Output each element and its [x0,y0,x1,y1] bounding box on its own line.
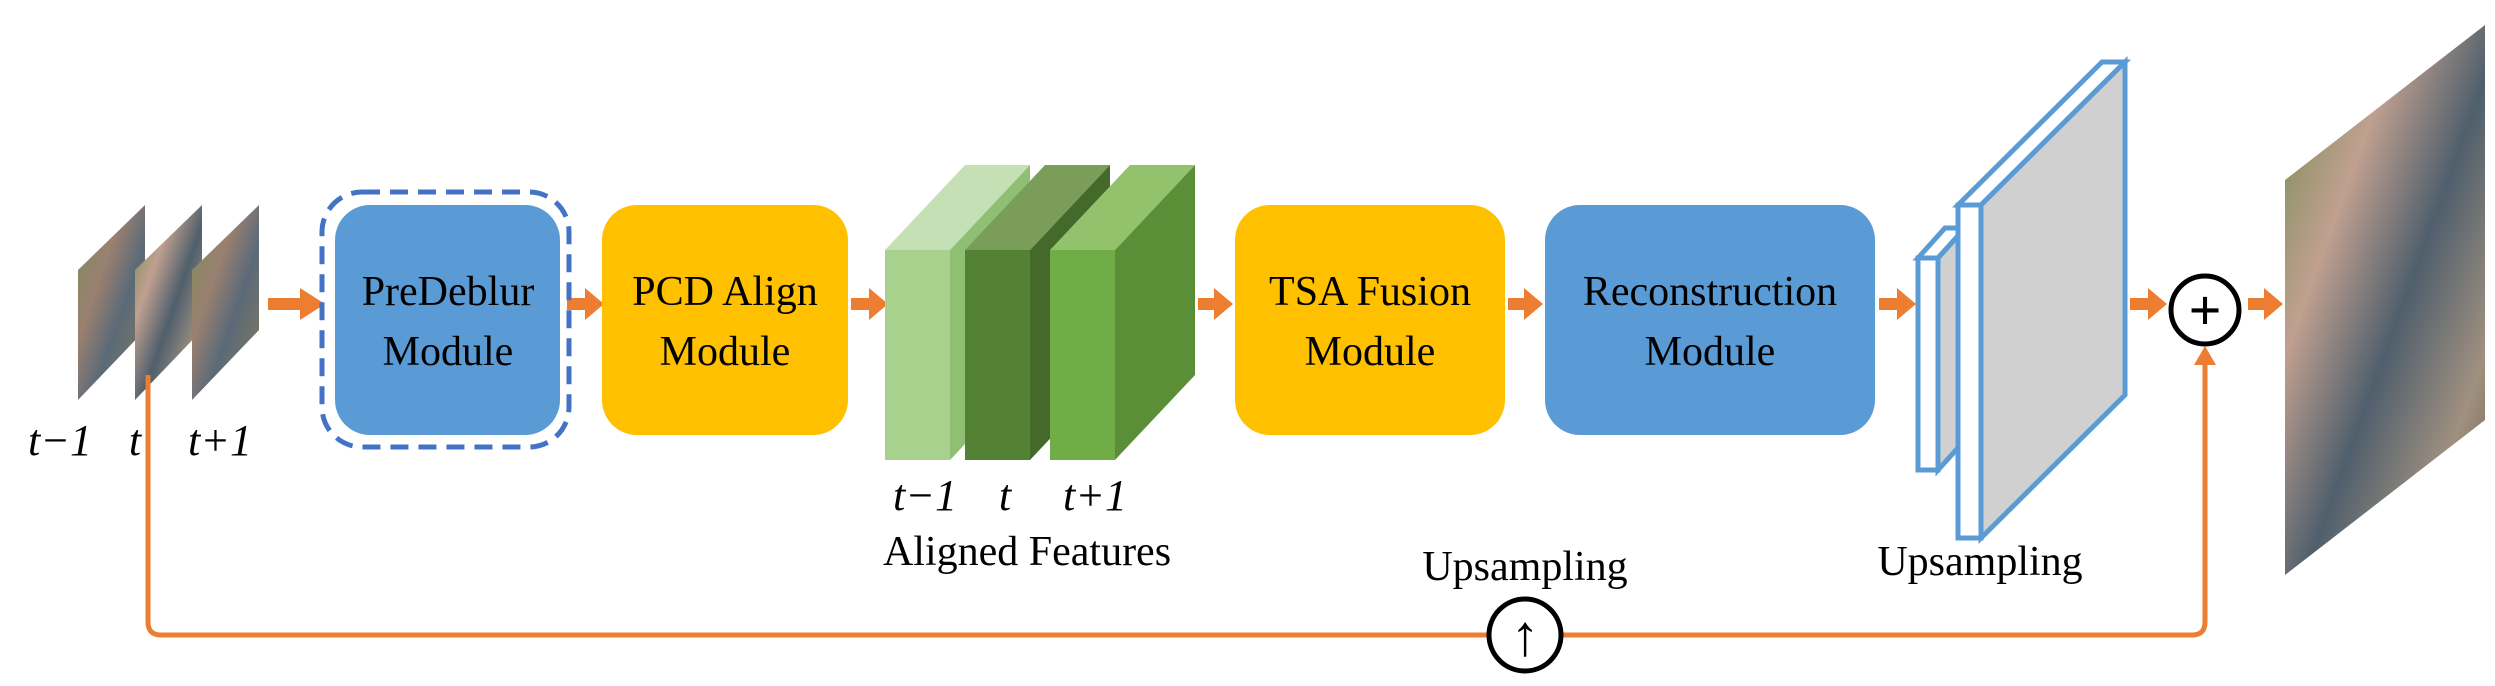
reconstruction-label-line1: Reconstruction [1583,269,1837,315]
skip-path: ↑ Upsampling [145,346,2216,674]
tsa-fusion-module: TSA Fusion Module [1235,205,1505,435]
flow-arrows [268,288,2283,320]
skip-path-line [145,360,2208,638]
skip-upsample-symbol: ↑ [1511,603,1540,668]
predeblur-module: PreDeblur Module [319,189,572,450]
feature-label-t-minus-1: t−1 [893,471,957,520]
arrow-features-to-tsa [1198,288,1233,320]
upsampling-block: Upsampling [1877,55,2132,585]
upsampling-block-caption: Upsampling [1877,539,2082,585]
skip-path-arrowhead [2194,346,2216,365]
pcd-label-line2: Module [660,329,791,375]
sum-operator: + [2168,273,2242,347]
arrow-pcd-to-features [851,288,888,320]
upsample-small-front [1915,255,1941,473]
tsa-label-line2: Module [1305,329,1436,375]
arrow-input-to-predeblur [268,288,325,320]
predeblur-label-line1: PreDeblur [362,269,535,315]
skip-upsample-circle [1486,596,1564,674]
input-label-t: t [129,416,143,465]
arrow-tsa-to-reconstruction [1508,288,1543,320]
reconstruction-label-line2: Module [1645,329,1776,375]
arrow-predeblur-to-pcd [567,288,604,320]
reconstruction-box [1545,205,1875,435]
predeblur-dashed-border [319,189,572,450]
feature-block-t-plus-1 [1050,165,1195,460]
skip-upsampling-caption: Upsampling [1422,544,1627,590]
pcd-label-line1: PCD Align [632,269,818,315]
feature-label-t: t [999,471,1013,520]
arrow-reconstruction-to-upsampling [1879,288,1916,320]
output-frame [2285,25,2485,575]
input-frame-t-minus-1 [78,205,145,400]
upsample-large-side [1978,55,2128,545]
sum-circle [2168,273,2242,347]
arrow-sum-to-output [2248,288,2283,320]
pcd-box [602,205,848,435]
upsample-large-front [1955,202,1984,541]
input-frames: t−1 t t+1 [28,205,259,465]
predeblur-label-line2: Module [383,329,514,375]
tsa-box [1235,205,1505,435]
feature-label-t-plus-1: t+1 [1063,471,1127,520]
input-frame-t [135,205,202,400]
sum-symbol: + [2188,278,2221,343]
tsa-label-line1: TSA Fusion [1269,269,1471,315]
input-label-t-plus-1: t+1 [188,416,252,465]
input-frame-t-plus-1 [192,205,259,400]
input-label-t-minus-1: t−1 [28,416,92,465]
aligned-features: t−1 t t+1 Aligned Features [883,165,1195,575]
predeblur-box [335,205,560,435]
pcd-align-module: PCD Align Module [602,205,848,435]
reconstruction-module: Reconstruction Module [1545,205,1875,435]
aligned-features-caption: Aligned Features [883,529,1171,575]
arrow-upsampling-to-sum [2130,288,2167,320]
